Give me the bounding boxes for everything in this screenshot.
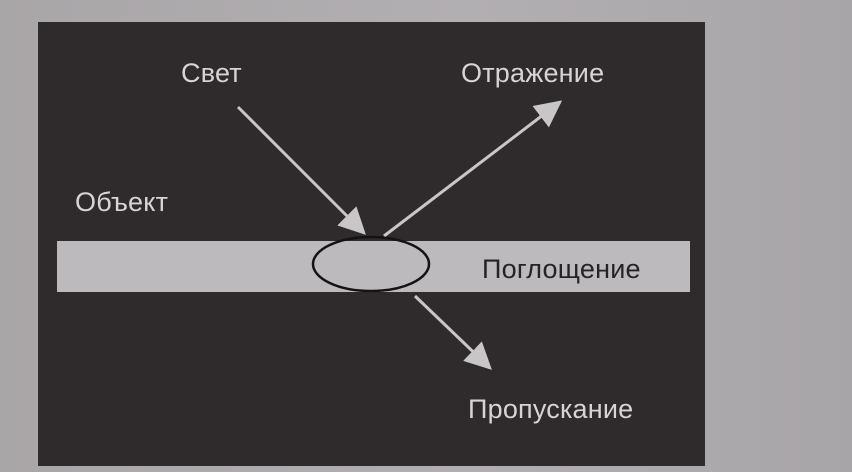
- label-object: Объект: [75, 187, 169, 217]
- transmission-arrow: [413, 294, 492, 370]
- object-strip: [57, 241, 690, 292]
- reflection-arrow: [383, 100, 563, 238]
- absorption-ellipse: [311, 235, 431, 293]
- label-reflection: Отражение: [461, 58, 605, 88]
- label-transmission: Пропускание: [468, 394, 634, 424]
- label-light: Свет: [181, 58, 242, 88]
- incident-light-arrow: [236, 105, 366, 235]
- label-absorption: Поглощение: [482, 254, 641, 284]
